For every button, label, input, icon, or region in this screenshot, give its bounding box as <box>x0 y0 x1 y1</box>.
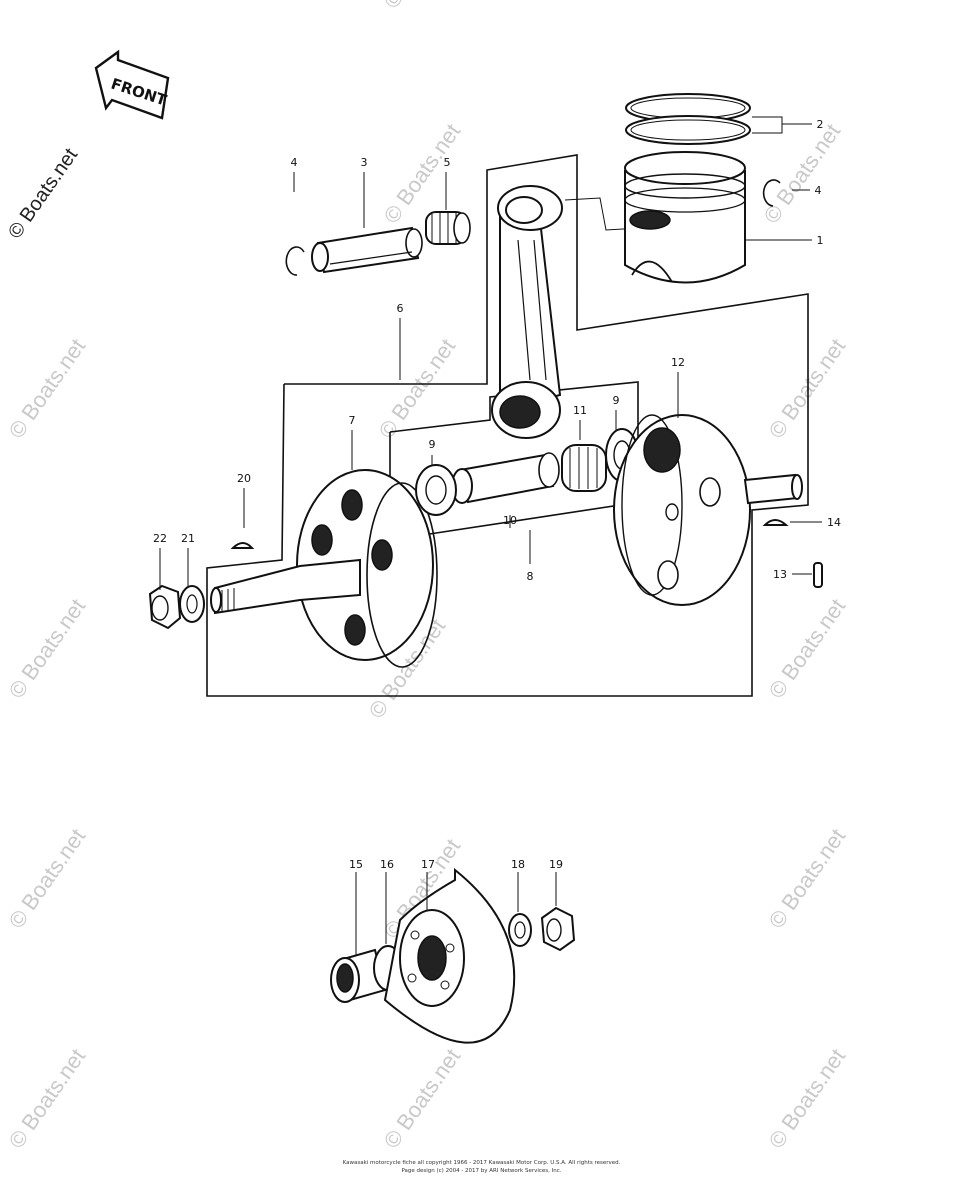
nut-icon <box>148 584 182 630</box>
circlip-right-icon <box>762 179 781 207</box>
watermark-text: © Boats.net <box>374 334 461 443</box>
watermark-text: © Boats.net <box>759 119 846 228</box>
connecting-rod-icon <box>491 185 563 439</box>
callout-9-left: 9 <box>429 438 436 451</box>
washer-icon <box>179 585 205 623</box>
watermark-text: © Boats.net <box>764 1044 851 1153</box>
callout-5: 5 <box>444 156 451 169</box>
rotary-disc-icon <box>383 867 516 1044</box>
watermark-text: © Boats.net <box>4 334 91 443</box>
watermark-text: © Boats.net <box>4 594 91 703</box>
callout-19: 19 <box>549 858 563 871</box>
callout-8: 8 <box>527 570 534 583</box>
small-end-bearing-icon <box>425 211 471 245</box>
callout-labels: 1 2 3 4 4 5 6 7 8 9 9 10 11 12 13 14 15 … <box>153 118 841 871</box>
callout-12: 12 <box>671 356 685 369</box>
callout-15: 15 <box>349 858 363 871</box>
watermark-text: © Boats.net <box>764 594 851 703</box>
piston-pin-icon <box>311 226 423 274</box>
lower-nut-icon <box>540 906 576 952</box>
watermark-text: © Boats.net <box>764 824 851 933</box>
callout-9-right: 9 <box>613 394 620 407</box>
callout-17: 17 <box>421 858 435 871</box>
big-end-bearing-icon <box>561 444 607 492</box>
callout-14: 14 <box>827 516 841 529</box>
callout-3: 3 <box>361 156 368 169</box>
callout-22: 22 <box>153 532 167 545</box>
callout-11: 11 <box>573 404 587 417</box>
footer-line-2: Page design (c) 2004 - 2017 by ARI Netwo… <box>401 1168 562 1174</box>
dowel-pin-icon <box>813 562 823 588</box>
callout-13: 13 <box>773 568 787 581</box>
front-arrow-icon: FRONT <box>94 49 170 120</box>
callout-7: 7 <box>349 414 356 427</box>
woodruff-key-left-icon <box>230 542 255 549</box>
callout-4-left: 4 <box>291 156 298 169</box>
callout-2: 2 <box>817 118 824 131</box>
footer-line-1: Kawasaki motorcycle fiche all copyright … <box>342 1160 621 1166</box>
callout-21: 21 <box>181 532 195 545</box>
left-flywheel-icon <box>296 469 438 668</box>
watermark-text: © Boats.net <box>379 0 466 13</box>
woodruff-key-right-icon <box>762 519 789 526</box>
callout-20: 20 <box>237 472 251 485</box>
side-watermark: © Boats.net <box>4 144 82 243</box>
circlip-left-icon <box>285 246 305 276</box>
callout-10: 10 <box>503 514 517 527</box>
leader-lines <box>159 116 822 955</box>
watermark-text: © Boats.net <box>379 1044 466 1153</box>
watermark-text: © Boats.net <box>764 334 851 443</box>
left-shaft-icon <box>210 558 361 615</box>
callout-18: 18 <box>511 858 525 871</box>
piston-icon <box>624 151 746 284</box>
callout-4-right: 4 <box>815 184 822 197</box>
crank-pin-icon <box>451 452 560 504</box>
watermark-text: © Boats.net <box>4 824 91 933</box>
watermark-text: © Boats.net <box>4 1044 91 1153</box>
callout-16: 16 <box>380 858 394 871</box>
thrust-washer-left-icon <box>415 464 457 516</box>
right-shaft-icon <box>743 473 803 505</box>
callout-1: 1 <box>817 234 824 247</box>
right-flywheel-icon <box>613 414 751 606</box>
piston-rings-icon <box>625 93 751 145</box>
callout-6: 6 <box>397 302 404 315</box>
lower-washer-icon <box>508 913 532 947</box>
